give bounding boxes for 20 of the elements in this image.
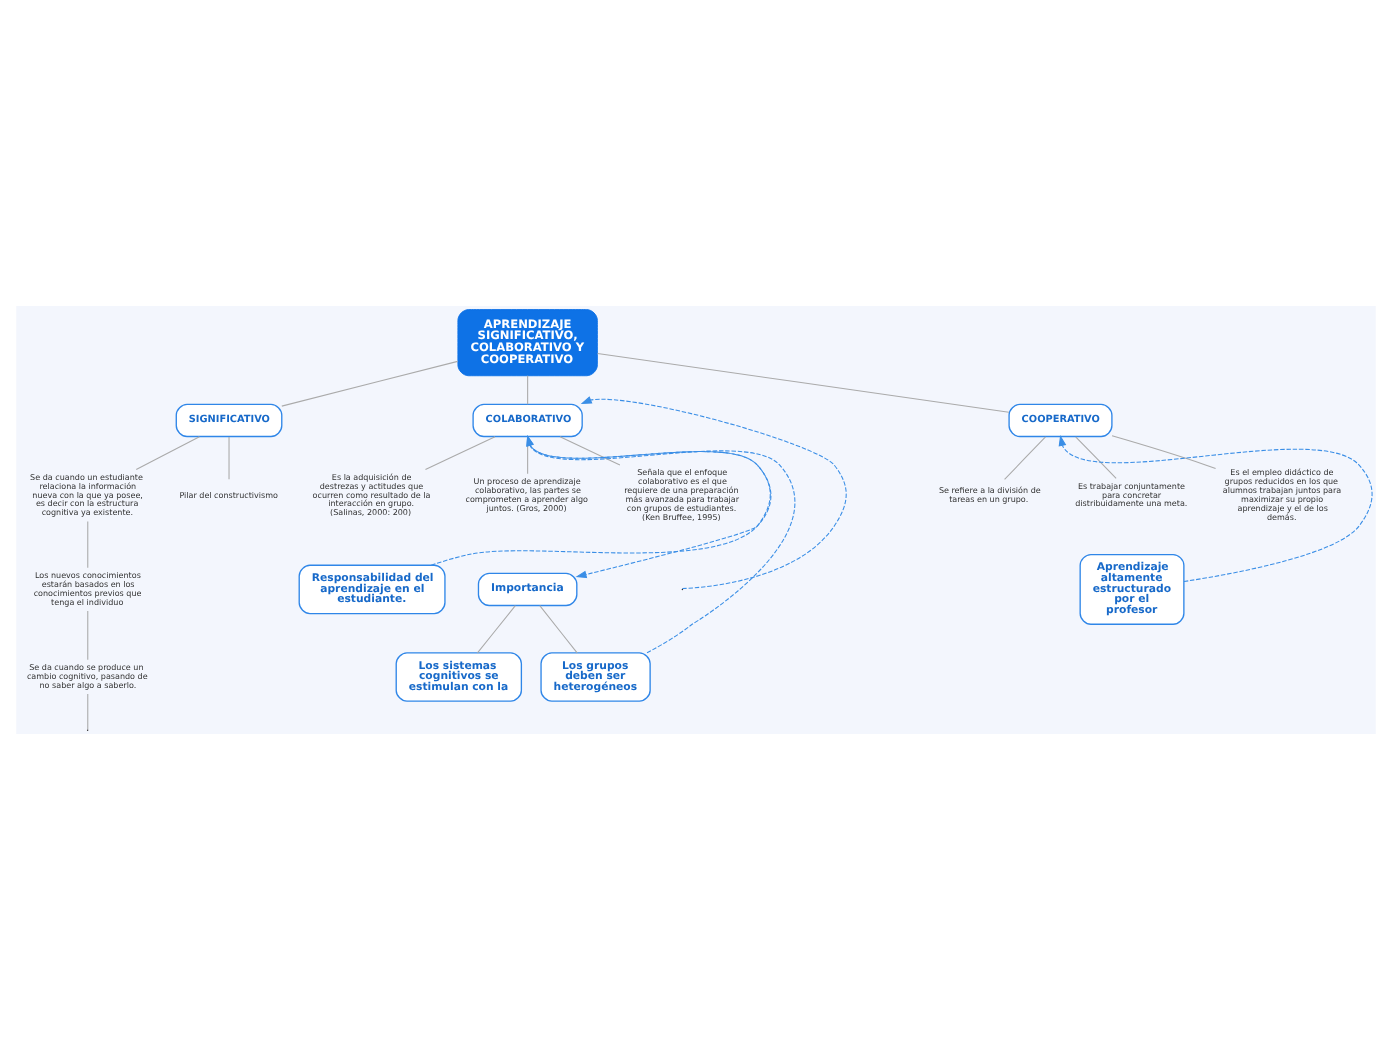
connector bbox=[1004, 436, 1047, 480]
arrow bbox=[526, 434, 796, 654]
connector bbox=[539, 605, 578, 654]
connector bbox=[597, 353, 1010, 413]
connector bbox=[1075, 436, 1117, 479]
arrow bbox=[527, 436, 771, 579]
connector bbox=[87, 693, 89, 731]
connector bbox=[135, 436, 200, 471]
connector bbox=[424, 436, 496, 471]
arrow bbox=[580, 396, 847, 590]
connector bbox=[1111, 435, 1217, 469]
connector bbox=[87, 521, 89, 569]
connector bbox=[228, 436, 230, 480]
connector bbox=[476, 605, 516, 654]
connector bbox=[281, 360, 459, 407]
arrow bbox=[430, 434, 772, 566]
connector bbox=[559, 436, 621, 466]
arrow bbox=[1058, 434, 1373, 583]
connector bbox=[527, 375, 529, 405]
connector bbox=[87, 610, 89, 661]
